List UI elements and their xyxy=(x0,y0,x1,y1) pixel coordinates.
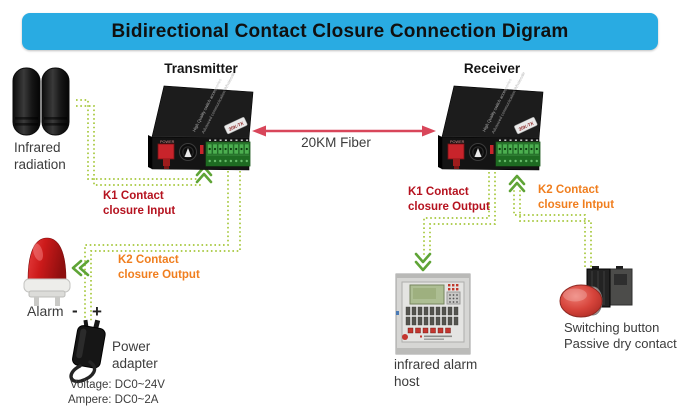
fiber-arrow-icon xyxy=(252,125,436,137)
k1-input-label: K1 Contact closure Input xyxy=(103,190,176,217)
transmitter-device-icon xyxy=(147,69,254,171)
wire-k1-output-to-host xyxy=(423,172,490,257)
infrared-sensor-icon xyxy=(12,67,41,136)
infrared-sensor-icon xyxy=(41,67,70,136)
fiber-label: 20KM Fiber xyxy=(301,135,371,150)
k1-output-label: K1 Contact closure Output xyxy=(408,186,490,213)
push-button-icon xyxy=(559,266,633,318)
header-banner: Bidirectional Contact Closure Connection… xyxy=(22,13,658,50)
plus-sign: + xyxy=(92,302,102,321)
ampere-text: Ampere: DC0~2A xyxy=(68,394,159,406)
transmitter-label: Transmitter xyxy=(164,61,238,76)
alarm-arrow-icon xyxy=(71,259,90,277)
alarm-beacon-icon xyxy=(23,237,71,306)
switch-button-caption: Switching button Passive dry contact xyxy=(564,320,677,351)
k2-output-label: K2 Contact closure Output xyxy=(118,254,200,281)
alarm-host-icon xyxy=(395,273,471,355)
host-arrow-icon xyxy=(414,252,432,272)
alarm-host-caption: infrared alarm host xyxy=(394,357,478,389)
alarm-caption: Alarm xyxy=(27,303,64,319)
wire-k2-output-to-alarm-power xyxy=(84,171,229,321)
voltage-text: Voltage: DC0~24V xyxy=(70,379,165,391)
minus-sign: - xyxy=(72,301,78,320)
receiver-label: Receiver xyxy=(463,61,521,76)
k2-input-arrow-icon xyxy=(508,174,526,193)
infrared-sensors-caption: Infrared radiation xyxy=(14,140,66,172)
k2-input-label: K2 Contact closure Intput xyxy=(538,184,615,211)
power-adapter-icon xyxy=(69,319,106,384)
wire-button-to-k2-input xyxy=(513,186,586,267)
receiver-device-icon xyxy=(437,69,544,171)
power-adapter-caption: Power adapter xyxy=(112,339,158,371)
page-title: Bidirectional Contact Closure Connection… xyxy=(111,20,569,42)
wiring-overlay xyxy=(76,99,592,321)
